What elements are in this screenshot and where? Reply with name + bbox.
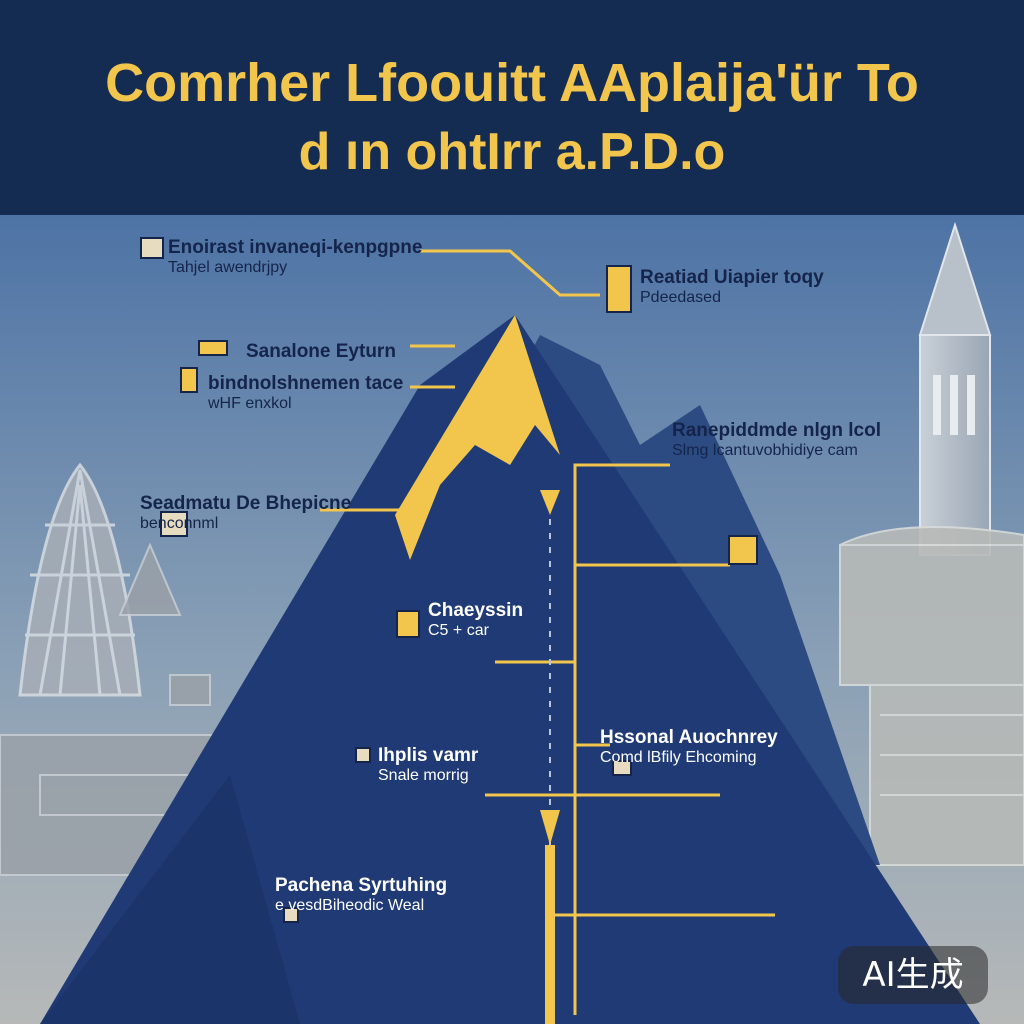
label-upper-left-1: Sanalone Eyturn xyxy=(246,341,396,362)
book-icon xyxy=(180,367,198,393)
right-city-buildings xyxy=(839,526,1024,866)
title-line-1: Comrher Lfoouitt AAplaija'ür To xyxy=(105,53,919,113)
ai-generated-badge: AI生成 xyxy=(838,946,988,1004)
summit-marker xyxy=(540,490,560,515)
tool-icon xyxy=(355,747,371,763)
research-icon xyxy=(396,610,420,638)
cap-icon xyxy=(612,760,632,776)
title-line-2: d ın ohtIrr a.P.D.o xyxy=(298,123,726,181)
main-mountain xyxy=(40,315,980,1024)
document-icon xyxy=(140,237,164,259)
certificate-icon xyxy=(160,511,188,537)
diploma-icon xyxy=(283,907,299,923)
path-base xyxy=(545,845,555,1024)
hat-icon xyxy=(198,340,228,356)
header-banner: Comrher Lfoouitt AAplaija'ür To d ın oht… xyxy=(0,0,1024,215)
connector-lines xyxy=(320,249,775,1015)
mountain-snowcap xyxy=(395,315,560,560)
award-icon xyxy=(728,535,758,565)
foreground-shade xyxy=(40,775,300,1024)
left-dome-structure xyxy=(18,462,142,697)
path-marker xyxy=(540,810,560,845)
folder-icon xyxy=(606,265,632,313)
scene-illustration xyxy=(0,215,1024,1024)
